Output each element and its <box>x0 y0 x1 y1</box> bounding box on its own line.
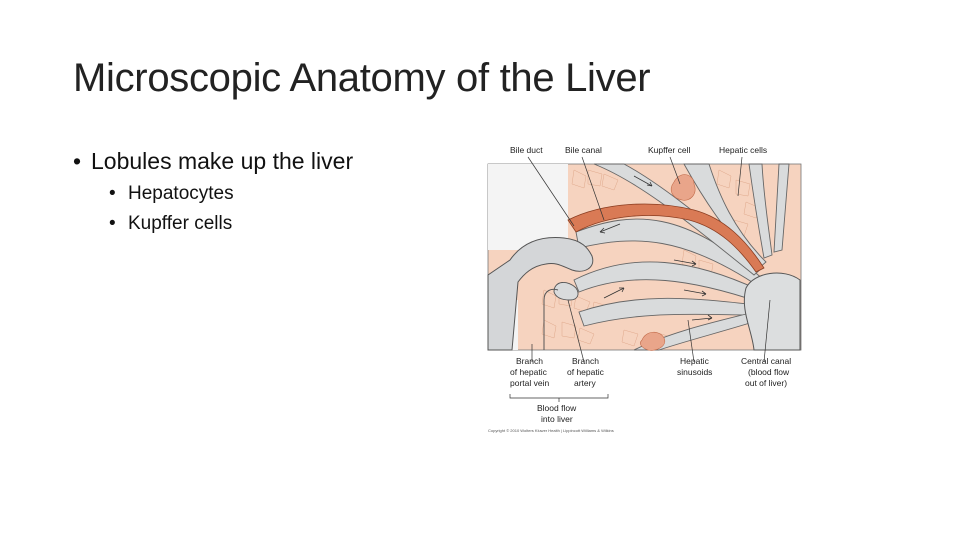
bile-canal <box>567 203 765 273</box>
left-blank-area <box>488 164 568 250</box>
bullet-item: • Lobules make up the liver <box>73 148 353 175</box>
liver-lobule-diagram: Bile duct Bile canal Kupffer cell Hepati… <box>484 140 814 440</box>
central-canal <box>743 272 801 351</box>
label-central-canal-line3: out of liver) <box>745 378 787 388</box>
label-bile-duct: Bile duct <box>510 145 543 155</box>
kupffer-cell <box>640 331 666 351</box>
label-kupffer-cell: Kupffer cell <box>648 145 690 155</box>
hepatic-sinusoids <box>573 163 790 351</box>
label-sinusoids-line1: Hepatic <box>680 356 710 366</box>
label-portal-vein-line2: of hepatic <box>510 367 548 377</box>
slide-title: Microscopic Anatomy of the Liver <box>73 56 651 100</box>
label-leader-lines <box>527 156 771 363</box>
bullet-text: Lobules make up the liver <box>91 148 354 174</box>
label-artery-line1: Branch <box>572 356 599 366</box>
label-portal-vein-line1: Branch <box>516 356 543 366</box>
bullet-icon: • <box>109 183 116 204</box>
blood-flow-bracket <box>509 394 609 402</box>
label-sinusoids-line2: sinusoids <box>677 367 712 377</box>
portal-vein-branch <box>487 237 594 351</box>
hepatic-artery-branch <box>553 282 579 301</box>
label-central-canal-line1: Central canal <box>741 356 791 366</box>
label-artery-line2: of hepatic <box>567 367 605 377</box>
sub-bullet-item: • Kupffer cells <box>109 213 353 235</box>
blood-flow-arrows <box>599 175 713 321</box>
liver-lobule-illustration: Bile duct Bile canal Kupffer cell Hepati… <box>487 145 802 433</box>
bullet-icon: • <box>109 213 116 234</box>
bullet-icon: • <box>73 148 82 174</box>
bullet-list: •Lobules make up the liver •Hepatocytes … <box>73 148 353 235</box>
sub-bullet-text: Hepatocytes <box>128 183 234 204</box>
label-portal-vein-line3: portal vein <box>510 378 549 388</box>
artery-stem <box>543 288 559 350</box>
sub-bullet-item: • Hepatocytes <box>109 183 353 205</box>
label-artery-line3: artery <box>574 378 596 388</box>
label-blood-flow-line1: Blood flow <box>537 403 577 413</box>
kupffer-cell <box>670 174 696 201</box>
sub-bullet-text: Kupffer cells <box>128 213 233 234</box>
copyright-text: Copyright © 2010 Wolters Kluwer Health |… <box>488 428 614 433</box>
label-hepatic-cells: Hepatic cells <box>719 145 767 155</box>
label-blood-flow-line2: into liver <box>541 414 573 424</box>
label-bile-canal: Bile canal <box>565 145 602 155</box>
label-central-canal-line2: (blood flow <box>748 367 790 377</box>
hepatic-cells-texture <box>541 169 761 349</box>
